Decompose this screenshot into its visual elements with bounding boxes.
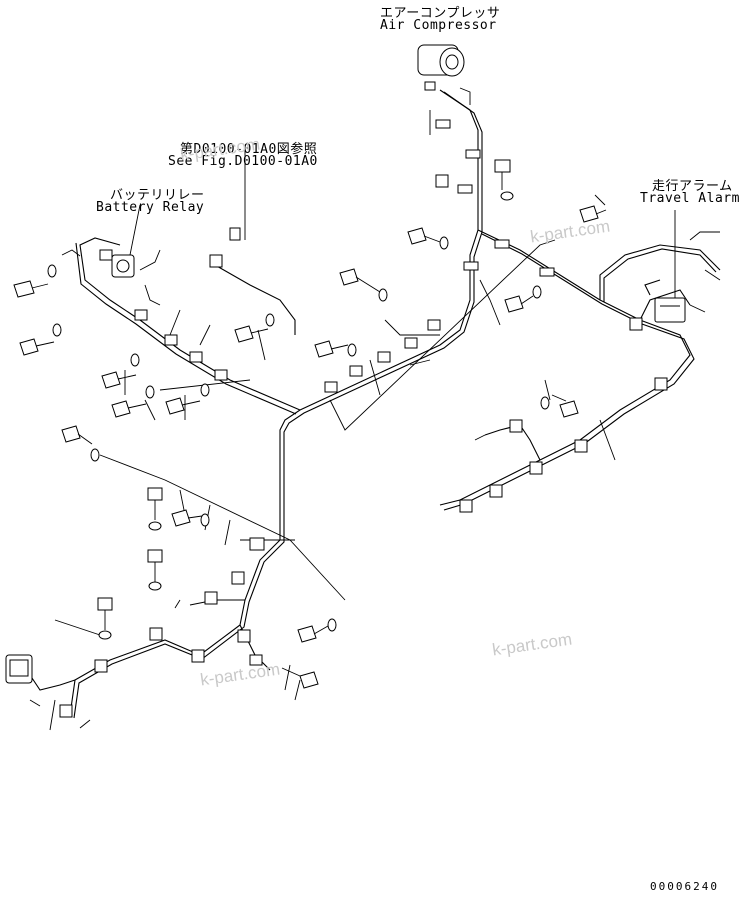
see-figure-label-jp: 第D0100-01A0図参照 bbox=[180, 142, 318, 157]
battery-relay-label-jp: バッテリリレー bbox=[110, 188, 205, 203]
drawing-number: 00006240 bbox=[650, 880, 719, 893]
travel-alarm-icon bbox=[644, 279, 706, 323]
air-compressor-label-jp: エアーコンプレッサ bbox=[380, 6, 501, 21]
air-compressor-label-en: Air Compressor bbox=[380, 18, 497, 33]
air-compressor-icon bbox=[417, 44, 465, 91]
washer-icon bbox=[47, 191, 550, 640]
detail-wires bbox=[29, 87, 721, 729]
see-figure-label-en: See Fig.D0100-01A0 bbox=[168, 154, 318, 169]
bolt-icon bbox=[13, 159, 607, 689]
travel-alarm-label-jp: 走行アラーム bbox=[652, 179, 733, 194]
battery-relay-label-en: Battery Relay bbox=[96, 200, 205, 215]
battery-relay-icon bbox=[99, 249, 135, 278]
clamp-icon bbox=[59, 119, 668, 718]
travel-alarm-label-en: Travel Alarm bbox=[640, 191, 740, 206]
lamp-icon bbox=[5, 654, 33, 684]
